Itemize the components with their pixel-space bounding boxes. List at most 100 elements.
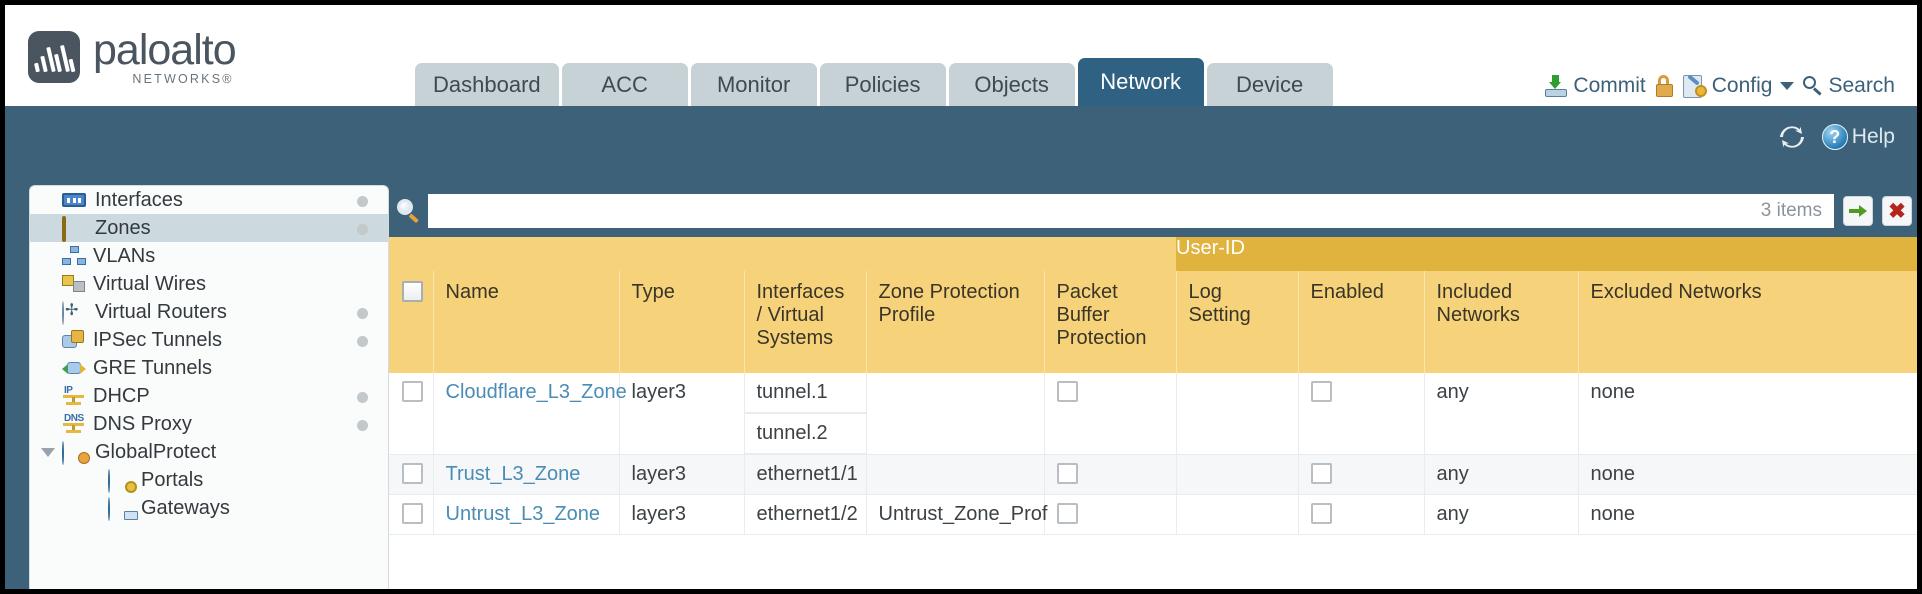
brand-name: paloalto bbox=[93, 26, 237, 74]
tab-policies[interactable]: Policies bbox=[819, 63, 946, 106]
row-select-cell[interactable] bbox=[389, 454, 434, 495]
row-select-cell[interactable] bbox=[389, 373, 434, 455]
column-header-log-setting[interactable]: Log Setting bbox=[1176, 271, 1299, 373]
clear-filter-button[interactable]: ✖ bbox=[1882, 196, 1912, 226]
cell-zone-interfaces: ethernet1/1 bbox=[744, 454, 867, 495]
cell-userid-enabled[interactable] bbox=[1298, 373, 1425, 455]
sidebar-status-dot bbox=[357, 224, 368, 235]
column-header-userid-enabled[interactable]: Enabled bbox=[1298, 271, 1425, 373]
cell-packet-buffer-protection[interactable] bbox=[1044, 454, 1177, 495]
apply-filter-button[interactable] bbox=[1843, 196, 1873, 226]
apply-filter-arrow-icon bbox=[1849, 205, 1867, 217]
sidebar-item-label: GRE Tunnels bbox=[93, 357, 212, 379]
config-menu-button[interactable]: Config bbox=[1682, 73, 1795, 98]
tab-acc[interactable]: ACC bbox=[561, 63, 688, 106]
cell-zone-type: layer3 bbox=[619, 454, 745, 495]
group-header-userid: User-ID bbox=[1176, 237, 1917, 271]
cell-userid-enabled[interactable] bbox=[1298, 494, 1425, 535]
filter-bar: 3 items ✖ bbox=[389, 185, 1917, 237]
packet-buffer-protection-checkbox[interactable] bbox=[1056, 503, 1078, 524]
tab-objects[interactable]: Objects bbox=[948, 63, 1075, 106]
packet-buffer-protection-checkbox[interactable] bbox=[1056, 463, 1078, 484]
table-row[interactable]: Cloudflare_L3_Zone layer3 tunnel.1 bbox=[389, 373, 1917, 455]
sidebar-item-label: Virtual Routers bbox=[95, 301, 227, 323]
cell-excluded-networks: none bbox=[1578, 373, 1917, 455]
interface-item: tunnel.2 bbox=[744, 414, 866, 454]
userid-enabled-checkbox[interactable] bbox=[1310, 503, 1332, 524]
cell-packet-buffer-protection[interactable] bbox=[1044, 494, 1177, 535]
search-button[interactable]: Search bbox=[1803, 74, 1895, 98]
tab-network[interactable]: Network bbox=[1077, 58, 1204, 106]
sidebar-item-label: DNS Proxy bbox=[93, 413, 192, 435]
main-tabs: Dashboard ACC Monitor Policies Objects N… bbox=[415, 58, 1336, 106]
row-select-checkbox[interactable] bbox=[402, 381, 423, 402]
sidebar-item-portals[interactable]: Portals bbox=[30, 466, 388, 494]
tab-monitor[interactable]: Monitor bbox=[690, 63, 817, 106]
sidebar-item-dhcp[interactable]: IP DHCP bbox=[30, 382, 388, 410]
paloalto-logo-icon bbox=[28, 31, 80, 83]
refresh-icon[interactable] bbox=[1779, 125, 1805, 149]
column-header-name[interactable]: Name bbox=[433, 271, 620, 373]
sidebar-item-gre-tunnels[interactable]: GRE Tunnels bbox=[30, 354, 388, 382]
userid-enabled-checkbox[interactable] bbox=[1310, 463, 1332, 484]
sidebar-status-dot bbox=[357, 308, 368, 319]
sidebar-item-label: GlobalProtect bbox=[95, 441, 217, 463]
sidebar-item-zones[interactable]: Zones bbox=[30, 214, 388, 242]
zones-table-container[interactable]: User-ID Name Type Interfaces / Virtual S… bbox=[389, 237, 1917, 589]
table-header-row: Name Type Interfaces / Virtual Systems Z… bbox=[389, 271, 1917, 373]
sidebar-item-virtual-routers[interactable]: Virtual Routers bbox=[30, 298, 388, 326]
select-all-header[interactable] bbox=[389, 271, 434, 373]
userid-enabled-checkbox[interactable] bbox=[1310, 381, 1332, 402]
cell-zone-name[interactable]: Cloudflare_L3_Zone bbox=[433, 373, 627, 455]
config-wrench-icon bbox=[1682, 73, 1707, 98]
sidebar-item-ipsec-tunnels[interactable]: IPSec Tunnels bbox=[30, 326, 388, 354]
table-row[interactable]: Trust_L3_Zone layer3 ethernet1/1 any non… bbox=[389, 454, 1917, 495]
tab-device[interactable]: Device bbox=[1206, 63, 1333, 106]
sidebar-item-label: IPSec Tunnels bbox=[93, 329, 222, 351]
sidebar-item-gateways[interactable]: Gateways bbox=[30, 494, 388, 522]
config-lock-button[interactable] bbox=[1655, 75, 1674, 97]
column-header-interfaces[interactable]: Interfaces / Virtual Systems bbox=[744, 271, 867, 373]
expand-collapse-triangle-icon[interactable] bbox=[41, 448, 55, 457]
packet-buffer-protection-checkbox[interactable] bbox=[1056, 381, 1078, 402]
column-header-packet-buffer-protection[interactable]: Packet Buffer Protection bbox=[1044, 271, 1177, 373]
cell-included-networks: any bbox=[1424, 373, 1579, 455]
help-button[interactable]: ? Help bbox=[1821, 124, 1895, 150]
cell-zone-name[interactable]: Untrust_L3_Zone bbox=[433, 494, 620, 535]
column-header-excluded-networks[interactable]: Excluded Networks bbox=[1578, 271, 1917, 373]
cell-userid-enabled[interactable] bbox=[1298, 454, 1425, 495]
top-actions: Commit Config Search bbox=[1544, 73, 1895, 98]
cell-log-setting bbox=[1176, 494, 1299, 535]
column-header-type[interactable]: Type bbox=[619, 271, 745, 373]
row-select-cell[interactable] bbox=[389, 494, 434, 535]
sidebar-item-label: DHCP bbox=[93, 385, 150, 407]
filter-search-icon[interactable] bbox=[397, 199, 421, 224]
table-row[interactable]: Untrust_L3_Zone layer3 ethernet1/2 Untru… bbox=[389, 494, 1917, 535]
sidebar-item-virtual-wires[interactable]: Virtual Wires bbox=[30, 270, 388, 298]
sidebar-item-label: Virtual Wires bbox=[93, 273, 206, 295]
tab-dashboard[interactable]: Dashboard bbox=[415, 63, 559, 106]
sidebar-item-dns-proxy[interactable]: DNS DNS Proxy bbox=[30, 410, 388, 438]
row-select-checkbox[interactable] bbox=[402, 463, 423, 484]
sidebar-item-vlans[interactable]: VLANs bbox=[30, 242, 388, 270]
column-header-included-networks[interactable]: Included Networks bbox=[1424, 271, 1579, 373]
filter-input[interactable] bbox=[428, 194, 1755, 228]
select-all-checkbox[interactable] bbox=[402, 281, 423, 302]
sub-bar: ? Help bbox=[5, 106, 1917, 174]
cell-packet-buffer-protection[interactable] bbox=[1044, 373, 1177, 455]
row-select-checkbox[interactable] bbox=[402, 503, 423, 524]
sidebar-item-interfaces[interactable]: Interfaces bbox=[30, 186, 388, 214]
brand-tagline: NETWORKS® bbox=[132, 72, 234, 86]
lock-icon bbox=[1655, 75, 1674, 97]
sidebar-status-dot bbox=[357, 336, 368, 347]
virtual-wires-icon bbox=[62, 274, 86, 294]
sidebar-item-globalprotect[interactable]: GlobalProtect bbox=[30, 438, 388, 466]
cell-zone-interfaces: tunnel.1 bbox=[744, 373, 867, 414]
dhcp-icon: IP bbox=[62, 385, 86, 407]
cell-zone-name[interactable]: Trust_L3_Zone bbox=[433, 454, 620, 495]
column-header-zone-protection-profile[interactable]: Zone Protection Profile bbox=[866, 271, 1045, 373]
ipsec-tunnels-icon bbox=[62, 330, 86, 350]
sidebar-item-label: Portals bbox=[141, 469, 204, 491]
cell-zone-protection-profile: Untrust_Zone_Prof bbox=[866, 494, 1047, 535]
commit-button[interactable]: Commit bbox=[1544, 74, 1646, 98]
